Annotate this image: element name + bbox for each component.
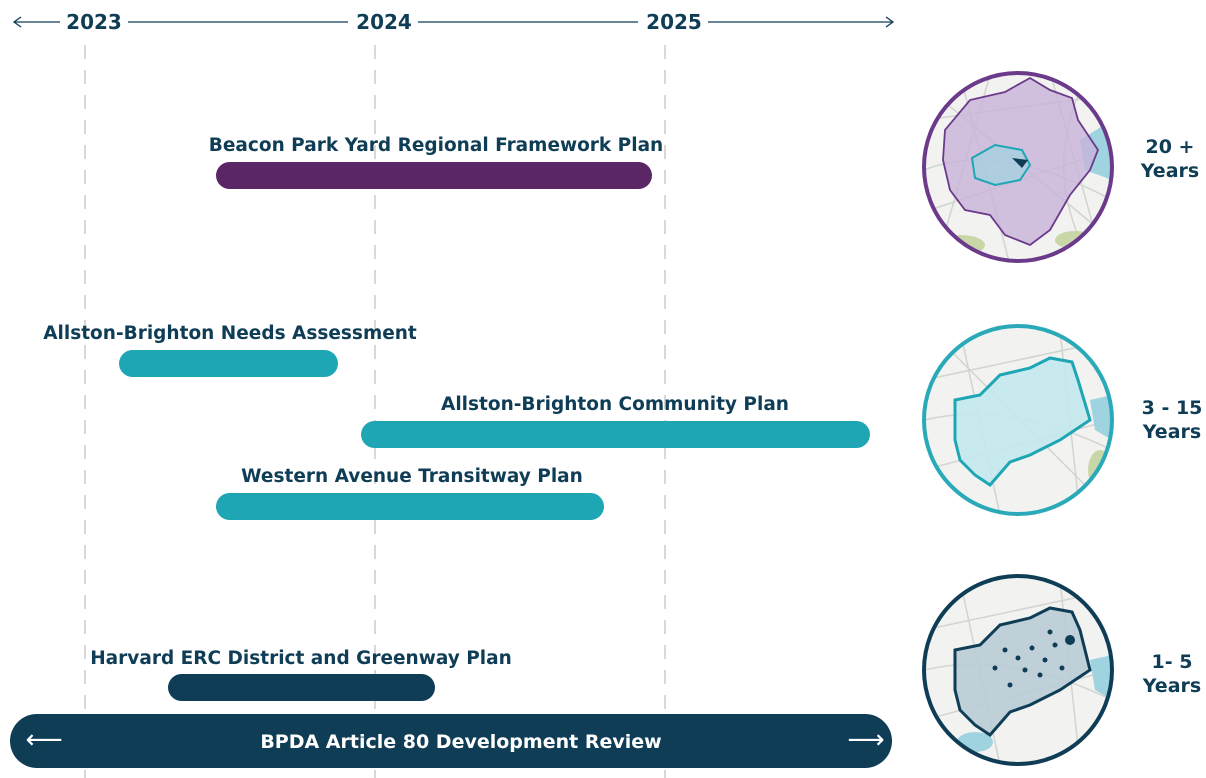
axis-left-arrowhead (12, 16, 22, 28)
bar (216, 162, 652, 189)
bar-label: Beacon Park Yard Regional Framework Plan (209, 135, 663, 156)
horizon-value: 20 + (1145, 136, 1195, 158)
year-label-2025: 2025 (646, 10, 702, 34)
horizon-unit: Years (1142, 421, 1202, 443)
article-80-banner: ⟵ BPDA Article 80 Development Review ⟶ (10, 714, 892, 768)
horizon-value: 3 - 15 (1141, 397, 1203, 419)
horizon-label-20-years: 20 + Years (1130, 135, 1206, 183)
bar (119, 350, 338, 377)
bar-label: Harvard ERC District and Greenway Plan (90, 648, 512, 669)
banner-right-arrow: ⟶ (847, 725, 884, 755)
horizon-label-1-5-years: 1- 5 Years (1132, 650, 1206, 698)
bar-harvard-erc: Harvard ERC District and Greenway Plan (90, 648, 512, 701)
horizon-unit: Years (1140, 160, 1200, 182)
map-3-15-years (922, 324, 1114, 516)
allston-outline (970, 143, 1032, 187)
horizon-label-3-15-years: 3 - 15 Years (1132, 396, 1206, 444)
year-gridlines (84, 45, 666, 778)
year-label-2024: 2024 (356, 10, 412, 34)
rail-yard-shape (1012, 158, 1028, 168)
allston-boundary (953, 356, 1092, 487)
project-area-boundary (953, 606, 1092, 737)
bar-label: Allston-Brighton Needs Assessment (43, 323, 417, 344)
bar (216, 493, 604, 520)
project-points (992, 629, 1075, 688)
map-ring (922, 324, 1114, 516)
bar-label: Allston-Brighton Community Plan (441, 394, 789, 415)
banner-bar (10, 714, 892, 768)
bar (361, 421, 870, 448)
map-ring (922, 574, 1114, 766)
bar-beacon-park-yard: Beacon Park Yard Regional Framework Plan (209, 135, 663, 189)
horizon-value: 1- 5 (1151, 651, 1193, 673)
bar (168, 674, 435, 701)
horizon-unit: Years (1142, 675, 1202, 697)
banner-label: BPDA Article 80 Development Review (260, 731, 661, 753)
banner-left-arrow: ⟵ (25, 725, 62, 755)
axis-right-arrowhead (885, 16, 895, 28)
map-ring (922, 71, 1114, 263)
bar-western-avenue: Western Avenue Transitway Plan (216, 466, 604, 520)
map-1-5-years (922, 574, 1114, 766)
map-20-years (922, 71, 1114, 263)
bar-community-plan: Allston-Brighton Community Plan (361, 394, 870, 448)
bar-needs-assessment: Allston-Brighton Needs Assessment (43, 323, 417, 377)
year-axis: 2023 2024 2025 (12, 10, 895, 34)
year-label-2023: 2023 (66, 10, 122, 34)
bar-label: Western Avenue Transitway Plan (241, 466, 583, 487)
